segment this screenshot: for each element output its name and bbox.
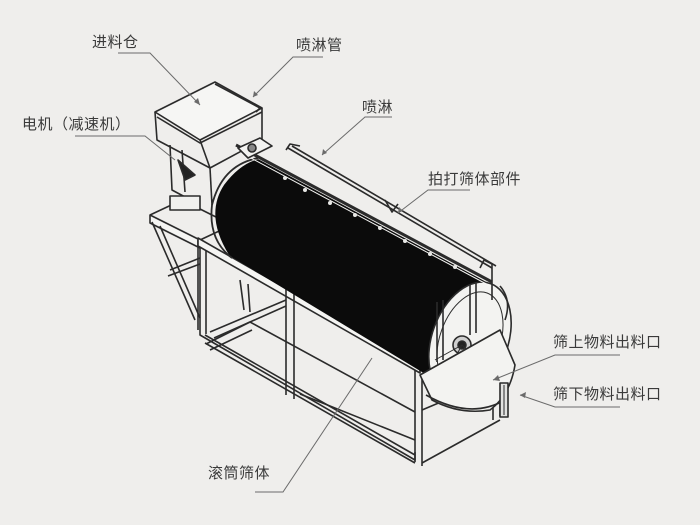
label-undersize-outlet: 筛下物料出料口 <box>553 385 662 403</box>
label-motor-reducer: 电机（减速机） <box>22 115 131 133</box>
label-oversize-outlet: 筛上物料出料口 <box>553 333 662 351</box>
label-spray-pipe: 喷淋管 <box>296 36 343 54</box>
discharge-chute <box>419 329 516 418</box>
label-feed-hopper: 进料仓 <box>92 33 139 51</box>
feed-hopper <box>154 81 273 211</box>
spray-pipe-assembly <box>235 143 509 362</box>
leader-arrowheads <box>194 91 526 398</box>
label-beating-screen-parts: 拍打筛体部件 <box>428 170 522 188</box>
leader-lines <box>75 52 620 493</box>
label-spray: 喷淋 <box>362 98 394 116</box>
label-drum-screen-body: 滚筒筛体 <box>208 464 271 482</box>
